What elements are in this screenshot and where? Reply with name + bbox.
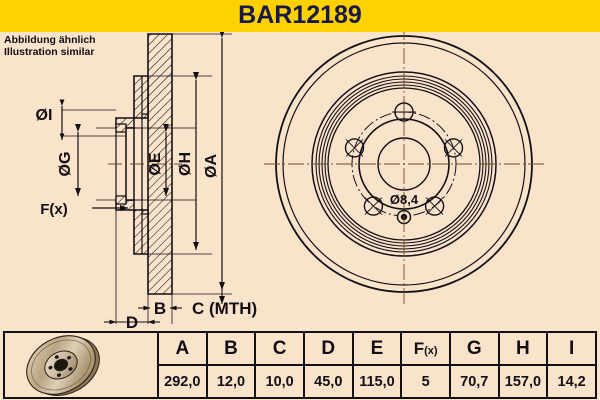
front-view bbox=[264, 32, 544, 304]
table-header-I: I bbox=[546, 331, 597, 366]
table-header-C: C bbox=[254, 331, 305, 366]
fx-sub: (x) bbox=[424, 344, 438, 357]
label-dim-H: ØH bbox=[177, 152, 194, 176]
table-value-B: 12,0 bbox=[205, 364, 257, 399]
dimension-table-wrapper: A B C D E F(x) G H I 292,0 12,0 10,0 45,… bbox=[3, 331, 597, 399]
fx-main: F bbox=[413, 338, 425, 358]
note-line-en: Illustration similar bbox=[4, 46, 95, 58]
table-header-B: B bbox=[205, 331, 257, 366]
label-hole-diameter: Ø8,4 bbox=[390, 192, 419, 207]
label-dim-G: ØG bbox=[57, 152, 74, 177]
table-value-E: 115,0 bbox=[351, 364, 403, 399]
table-value-D: 45,0 bbox=[302, 364, 354, 399]
label-dim-I: ØI bbox=[36, 107, 53, 124]
bolt-hole bbox=[363, 196, 384, 216]
table-value-G: 70,7 bbox=[448, 364, 500, 399]
bolt-hole bbox=[443, 138, 464, 158]
label-dim-D: D bbox=[126, 313, 138, 328]
bolt-hole bbox=[424, 196, 445, 216]
header-banner: BAR12189 bbox=[0, 0, 600, 32]
table-row-values: 292,0 12,0 10,0 45,0 115,0 5 70,7 157,0 … bbox=[4, 364, 597, 399]
part-number-title: BAR12189 bbox=[238, 1, 362, 29]
note-line-de: Abbildung ähnlich bbox=[4, 34, 96, 46]
table-header-H: H bbox=[497, 331, 549, 366]
illustration-similar-note: Abbildung ähnlich Illustration similar bbox=[4, 34, 96, 58]
table-value-I: 14,2 bbox=[546, 364, 597, 399]
bolt-hole bbox=[344, 138, 365, 158]
table-header-G: G bbox=[448, 331, 500, 366]
technical-drawing: ØI ØG ØE ØH ØA F(x) B C (MTH) D Ø8,4 bbox=[0, 32, 600, 328]
label-dim-E: ØE bbox=[147, 152, 164, 175]
label-dim-C: C (MTH) bbox=[192, 299, 257, 318]
table-value-A: 292,0 bbox=[157, 364, 208, 399]
label-dim-Fx: F(x) bbox=[40, 201, 68, 218]
brake-disc-photo bbox=[26, 335, 100, 396]
label-dim-B: B bbox=[154, 299, 166, 318]
table-row-headers: A B C D E F(x) G H I bbox=[3, 331, 597, 399]
table-header-A: A bbox=[157, 331, 208, 366]
table-value-C: 10,0 bbox=[254, 364, 305, 399]
product-thumbnail-cell bbox=[3, 331, 159, 399]
table-header-D: D bbox=[302, 331, 354, 366]
table-header-E: E bbox=[351, 331, 403, 366]
label-dim-A: ØA bbox=[203, 154, 220, 178]
table-value-H: 157,0 bbox=[497, 364, 549, 399]
table-header-Fx: F(x) bbox=[400, 331, 451, 366]
dimension-table: A B C D E F(x) G H I 292,0 12,0 10,0 45,… bbox=[3, 331, 597, 399]
dimension-B-C-D bbox=[104, 204, 225, 325]
table-value-Fx: 5 bbox=[400, 364, 451, 399]
